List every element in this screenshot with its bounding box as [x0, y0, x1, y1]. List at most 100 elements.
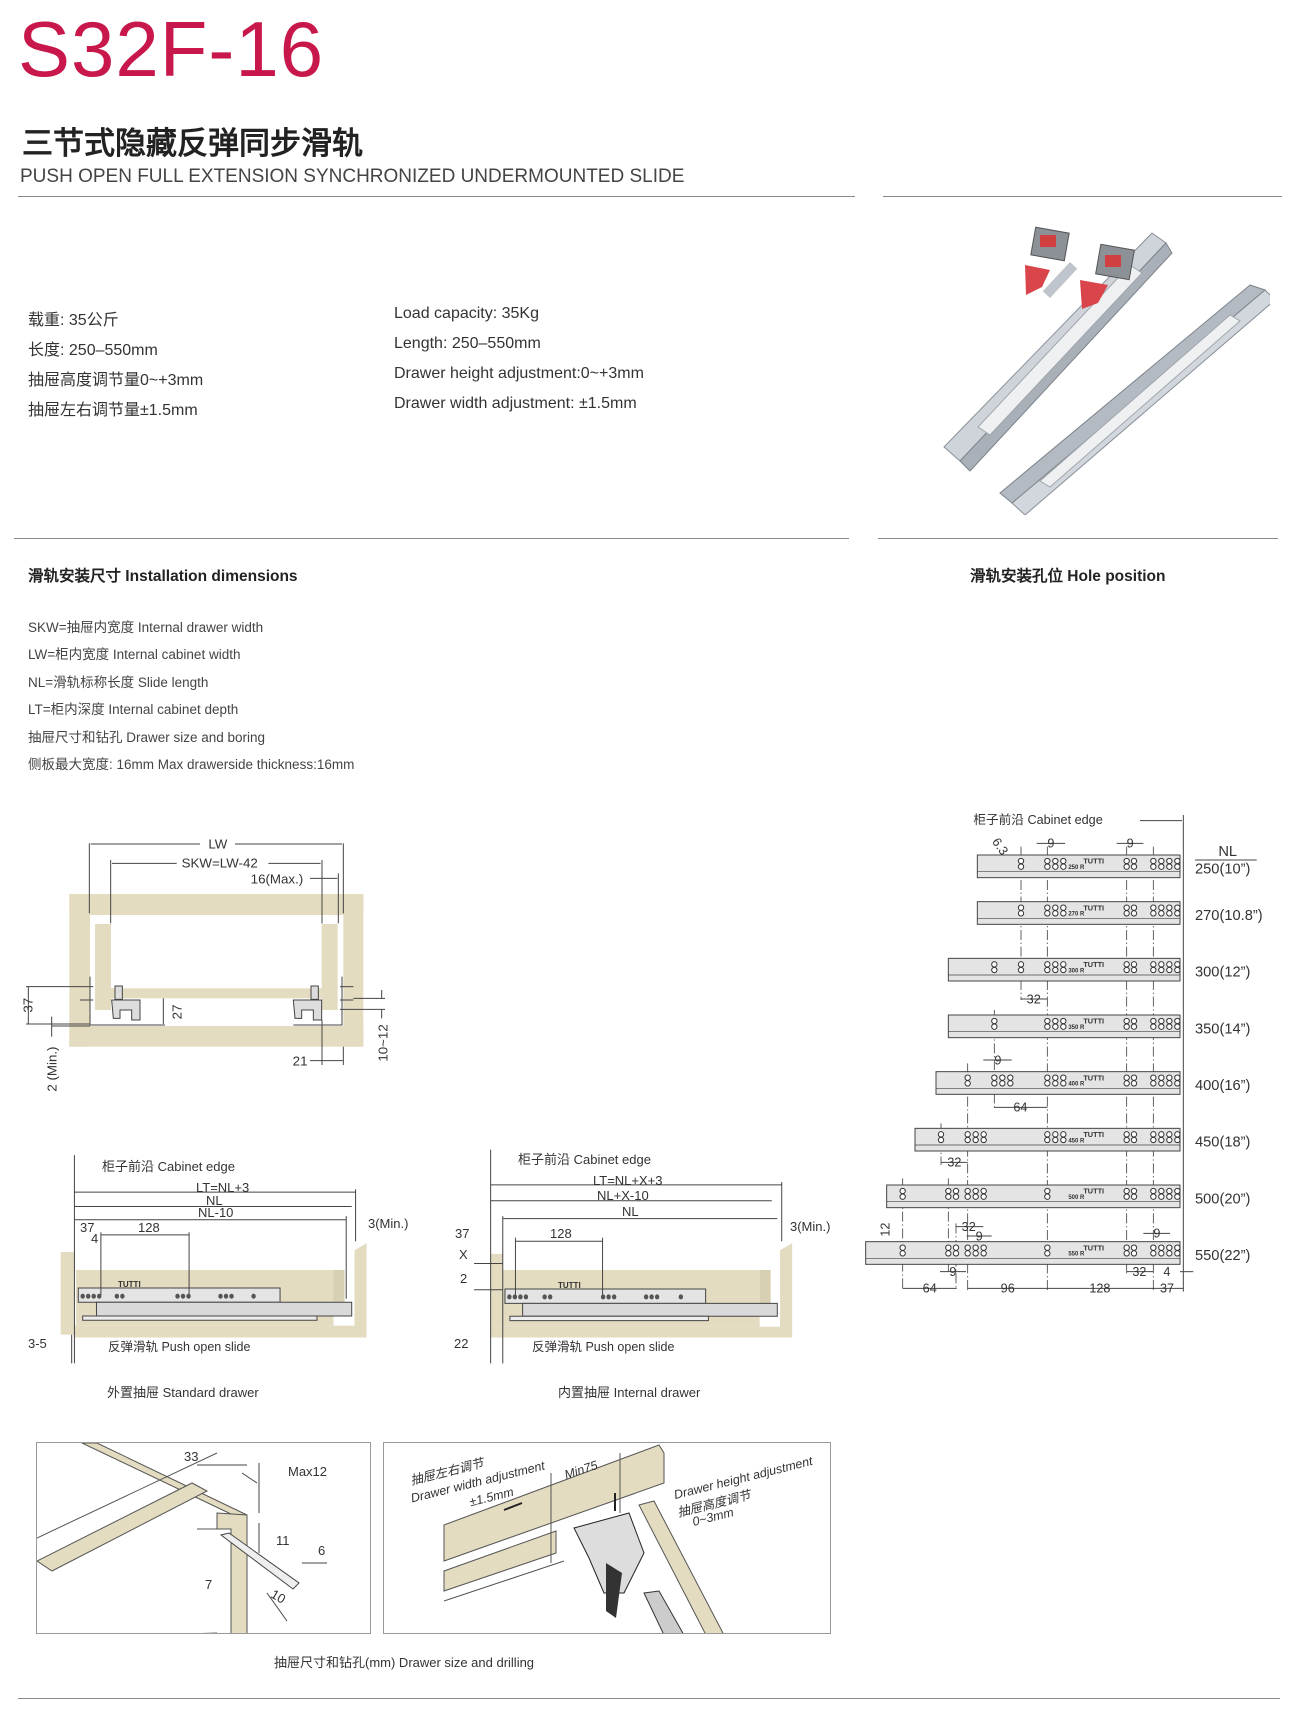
- mounting-hole: [1150, 1136, 1157, 1144]
- mounting-hole: [1044, 1080, 1051, 1087]
- mounting-hole: [1174, 961, 1181, 968]
- mounting-hole: [1044, 961, 1051, 968]
- mounting-hole: [1044, 904, 1051, 911]
- mounting-hole: [1166, 857, 1173, 865]
- mounting-hole: [1158, 857, 1165, 865]
- mounting-hole: [1060, 910, 1067, 917]
- mounting-hole: [1123, 966, 1130, 974]
- def-lt: LT=柜内深度 Internal cabinet depth: [28, 702, 239, 717]
- mounting-hole: [899, 1250, 906, 1257]
- mounting-hole: [1052, 961, 1059, 968]
- divider: [883, 196, 1282, 197]
- mounting-hole: [1130, 1187, 1138, 1195]
- rail-logo: TUTTI: [1083, 1073, 1104, 1082]
- mounting-hole: [1150, 910, 1157, 917]
- int-dim-lt: LT=NL+X+3: [593, 1173, 663, 1188]
- mounting-hole: [1174, 1250, 1181, 1257]
- mounting-hole: [1158, 1244, 1165, 1251]
- rail-length-label: 300(12”): [1195, 965, 1250, 981]
- rail-length-code: 400 R: [1068, 1082, 1085, 1088]
- mounting-hole: [1166, 1074, 1173, 1081]
- std-dim-3-5: 3-5: [28, 1336, 47, 1351]
- rail-length-label: 270(10.8”): [1195, 908, 1263, 924]
- mounting-hole: [937, 1136, 945, 1144]
- drill-dim-6: 6: [318, 1543, 326, 1558]
- mounting-hole: [1158, 1080, 1165, 1087]
- mounting-hole: [1166, 966, 1173, 974]
- rail-logo: TUTTI: [1083, 1187, 1104, 1196]
- mounting-hole: [964, 1080, 971, 1087]
- mounting-hole: [1044, 857, 1051, 865]
- std-slide-logo: TUTTI: [118, 1280, 141, 1289]
- def-thickness: 侧板最大宽度: 16mm Max drawerside thickness:16…: [28, 757, 355, 772]
- mounting-hole: [972, 1136, 979, 1144]
- rail-length-code: 550 R: [1068, 1252, 1085, 1258]
- mounting-hole: [999, 1074, 1006, 1081]
- mounting-hole: [1166, 1193, 1173, 1200]
- hole-dim: 32: [962, 1220, 976, 1234]
- mounting-hole: [1052, 1131, 1059, 1138]
- mounting-hole: [972, 1187, 979, 1195]
- mounting-hole: [1166, 904, 1173, 911]
- mounting-hole: [980, 1136, 987, 1144]
- mounting-hole: [991, 961, 998, 968]
- hole-dim: 9: [994, 1053, 1001, 1067]
- mounting-hole: [1130, 863, 1138, 870]
- mounting-hole: [1123, 1187, 1130, 1195]
- hole-dim: 9: [949, 1265, 956, 1279]
- mounting-hole: [1044, 1136, 1051, 1144]
- mounting-hole: [964, 1136, 971, 1144]
- mounting-hole: [991, 1023, 998, 1030]
- mounting-hole: [1052, 904, 1059, 911]
- spec-height-cn: 抽屉高度调节量0~+3mm: [28, 372, 204, 389]
- mounting-hole: [1150, 857, 1157, 865]
- model-title: S32F-16: [18, 5, 325, 93]
- spec-load-cn: 载重: 35公斤: [28, 312, 119, 329]
- mounting-hole: [1123, 1131, 1130, 1138]
- hole-dim: 32: [1132, 1265, 1146, 1279]
- mounting-hole: [1130, 1136, 1138, 1144]
- mounting-hole: [1174, 966, 1181, 974]
- mounting-hole: [1123, 857, 1130, 865]
- mounting-hole: [980, 1131, 987, 1138]
- mounting-hole: [1123, 1023, 1130, 1030]
- mounting-hole: [1158, 966, 1165, 974]
- mounting-hole: [1158, 1250, 1165, 1257]
- int-caption: 内置抽屉 Internal drawer: [558, 1385, 701, 1400]
- mounting-hole: [1130, 857, 1138, 865]
- rail-logo: TUTTI: [1083, 903, 1104, 912]
- mounting-hole: [1044, 1193, 1051, 1200]
- dim-lw: LW: [208, 836, 227, 851]
- drawer-diagrams: 柜子前沿 Cabinet edge LT=NL+3 NL NL-10 3(Min…: [0, 1130, 860, 1410]
- mounting-hole: [1060, 904, 1067, 911]
- mounting-hole: [1052, 863, 1059, 870]
- spec-height-en: Drawer height adjustment:0~+3mm: [394, 365, 644, 382]
- int-dim-nl: NL: [622, 1204, 639, 1219]
- hole-dim: 12: [878, 1223, 892, 1237]
- mounting-hole: [1060, 966, 1067, 974]
- mounting-hole: [972, 1244, 979, 1251]
- mounting-hole: [1150, 1193, 1157, 1200]
- mounting-hole: [1130, 1080, 1138, 1087]
- mounting-hole: [1150, 966, 1157, 974]
- std-slide-label: 反弹滑轨 Push open slide: [108, 1340, 251, 1354]
- def-nl: NL=滑轨标称长度 Slide length: [28, 675, 209, 690]
- mounting-hole: [1060, 863, 1067, 870]
- mounting-hole: [945, 1193, 952, 1200]
- std-caption: 外置抽屉 Standard drawer: [107, 1385, 259, 1400]
- hole-dim: 9: [1127, 837, 1134, 851]
- drill-dim-11: 11: [276, 1533, 290, 1548]
- section-installation-title: 滑轨安装尺寸 Installation dimensions: [28, 568, 298, 585]
- mounting-hole: [1150, 961, 1157, 968]
- mounting-hole: [1044, 1023, 1051, 1030]
- mounting-hole: [1123, 863, 1130, 870]
- std-dim-3min: 3(Min.): [368, 1216, 409, 1231]
- mounting-hole: [1174, 1017, 1181, 1025]
- rail-length-code: 500 R: [1068, 1195, 1085, 1201]
- divider: [878, 538, 1278, 539]
- mounting-hole: [1150, 1187, 1157, 1195]
- mounting-hole: [1130, 904, 1138, 911]
- rail-length-code: 300 R: [1068, 968, 1085, 974]
- std-dim-lt: LT=NL+3: [196, 1180, 250, 1195]
- mounting-hole: [1158, 961, 1165, 968]
